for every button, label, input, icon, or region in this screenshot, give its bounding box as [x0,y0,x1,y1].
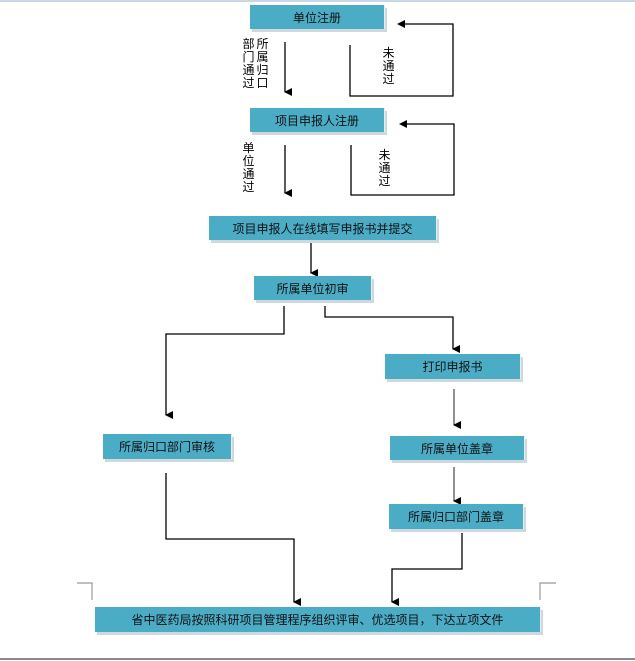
loop-not-pass-1 [349,23,454,97]
step-final-approval: 省中医药局按照科研项目管理程序组织评审、优选项目，下达立项文件 [95,607,541,632]
arrow-head-loop-2 [399,120,407,128]
label-dept-pass-col1: 所属归口 [256,37,269,90]
arrow-dept-to-final [165,473,301,606]
step-print-application: 打印申报书 [385,354,521,379]
step-fill-submit: 项目申报人在线填写申报书并提交 [209,216,437,240]
step-dept-stamp: 所属归口部门盖章 [389,504,524,529]
step-dept-review: 所属归口部门审核 [103,434,232,459]
corner-mark-left [77,582,93,600]
arrow-dept-stamp-to-final [391,533,463,606]
frame-bottom-border [0,658,635,660]
arrow-review-to-print [324,306,460,353]
label-not-pass-1: 未通过 [382,46,395,86]
step-applicant-register: 项目申报人注册 [250,108,385,132]
label-not-pass-2: 未通过 [378,148,391,188]
step-unit-stamp: 所属单位盖章 [390,436,525,460]
arrow-head-loop-1 [397,20,405,28]
label-unit-pass: 单位通过 [242,141,255,194]
step-unit-register: 单位注册 [250,5,385,29]
loop-not-pass-2 [350,123,455,196]
label-dept-pass-col2: 部门通过 [242,37,255,90]
arrow-review-to-dept [165,306,285,419]
frame-top-border [0,0,635,2]
step-unit-initial-review: 所属单位初审 [254,276,372,300]
corner-mark-right [539,582,556,600]
